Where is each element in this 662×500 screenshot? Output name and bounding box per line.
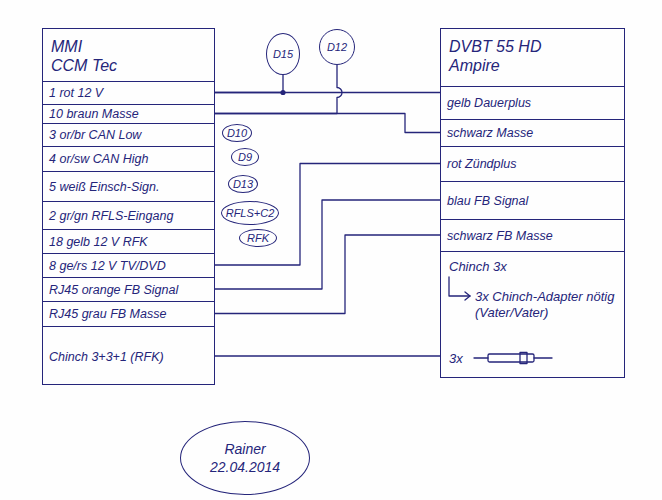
adapter-pin (534, 357, 552, 358)
signal-text: schwarz Masse (447, 126, 533, 140)
pointer-arrowhead (465, 292, 470, 300)
diode-tag: RFLS+C2 (221, 201, 280, 225)
tag-text: D13 (233, 178, 253, 191)
pin-row: 5 weiß Einsch-Sign. (43, 171, 214, 201)
tag-text: Rainer (224, 440, 265, 458)
wire-line (214, 355, 441, 356)
signal-text: Chinch 3x (449, 259, 616, 275)
pin-row: gelb Dauerplus (441, 86, 624, 119)
tag-text: RFK (247, 232, 269, 245)
signal-text: 2 gr/gn RFLS-Eingang (49, 209, 173, 223)
signal-text: rot Zündplus (447, 157, 516, 171)
tag-text: D12 (327, 41, 347, 54)
wire-line (214, 200, 441, 289)
diode-tag: D15 (266, 33, 300, 75)
pin-row: 8 ge/rs 12 V TV/DVD (43, 253, 214, 277)
signal-text: gelb Dauerplus (447, 96, 531, 110)
pin-row: blau FB Signal (441, 181, 624, 219)
signal-text: 3 or/br CAN Low (49, 128, 141, 142)
pin-row: 4 or/sw CAN High (43, 146, 214, 171)
signal-text: 4 or/sw CAN High (49, 152, 148, 166)
diode-tag: RFK (239, 229, 277, 247)
device-box: DVBT 55 HD Ampire gelb Dauerplus schwarz M… (440, 28, 625, 378)
device-title: MMI CCM Tec (51, 37, 121, 75)
wire-line (214, 75, 283, 93)
pin-row: 18 gelb 12 V RFK (43, 229, 214, 253)
cinch-region: Chinch 3x 3x Chinch-Adapter nötig (Vater/… (441, 251, 624, 379)
signal-text: 3x Chinch-Adapter nötig (Vater/Vater) (475, 289, 625, 321)
signal-text: blau FB Signal (447, 194, 528, 208)
device-box: MMI CCM Tec 1 rot 12 V 10 braun Masse 3 or/… (42, 28, 215, 385)
diode-tag: D13 (228, 175, 258, 193)
signal-text: 1 rot 12 V (49, 86, 103, 100)
pin-row: 1 rot 12 V (43, 81, 214, 104)
diode-tag: D9 (231, 148, 259, 166)
tag-text: D9 (238, 151, 252, 164)
signal-text: 8 ge/rs 12 V TV/DVD (49, 259, 166, 273)
signal-text: 3x (449, 351, 616, 367)
pin-row: rot Zündplus (441, 146, 624, 181)
signal-text: 18 gelb 12 V RFK (49, 235, 148, 249)
wire-line (214, 164, 441, 266)
tag-text: RFLS+C2 (226, 207, 275, 220)
wire (214, 235, 441, 314)
wire (214, 164, 441, 266)
signal-text: 10 braun Masse (49, 107, 139, 121)
diode-tag: D10 (222, 124, 252, 142)
adapter-cable (474, 357, 488, 358)
pin-row: 2 gr/gn RFLS-Eingang (43, 201, 214, 229)
pin-row: 10 braun Masse (43, 104, 214, 123)
pin-row: 3 or/br CAN Low (43, 123, 214, 146)
tag-text: 22.04.2014 (210, 458, 280, 476)
tag-text: D10 (227, 127, 247, 140)
junction-dot (280, 90, 285, 95)
pin-row: RJ45 grau FB Masse (43, 301, 214, 326)
signal-text: 5 weiß Einsch-Sign. (49, 180, 159, 194)
cinch-row: Chinch 3+3+1 (RFK) (43, 326, 214, 386)
adapter-collar (520, 353, 527, 364)
wire (214, 75, 286, 95)
wire-line (214, 235, 441, 314)
signal-text: RJ45 orange FB Signal (49, 283, 178, 297)
diode-tag: D12 (319, 29, 355, 65)
signature-ellipse: Rainer22.04.2014 (180, 421, 310, 495)
device-title: DVBT 55 HD Ampire (449, 37, 554, 75)
tag-text: D15 (273, 48, 293, 61)
wire (214, 200, 441, 289)
signal-text: Chinch 3+3+1 (RFK) (49, 350, 164, 364)
wire (214, 356, 441, 357)
pin-row: schwarz FB Masse (441, 219, 624, 251)
signal-text: RJ45 grau FB Masse (49, 307, 166, 321)
pin-row: schwarz Masse (441, 119, 624, 146)
signal-text: schwarz FB Masse (447, 229, 553, 243)
pin-row: RJ45 orange FB Signal (43, 277, 214, 301)
